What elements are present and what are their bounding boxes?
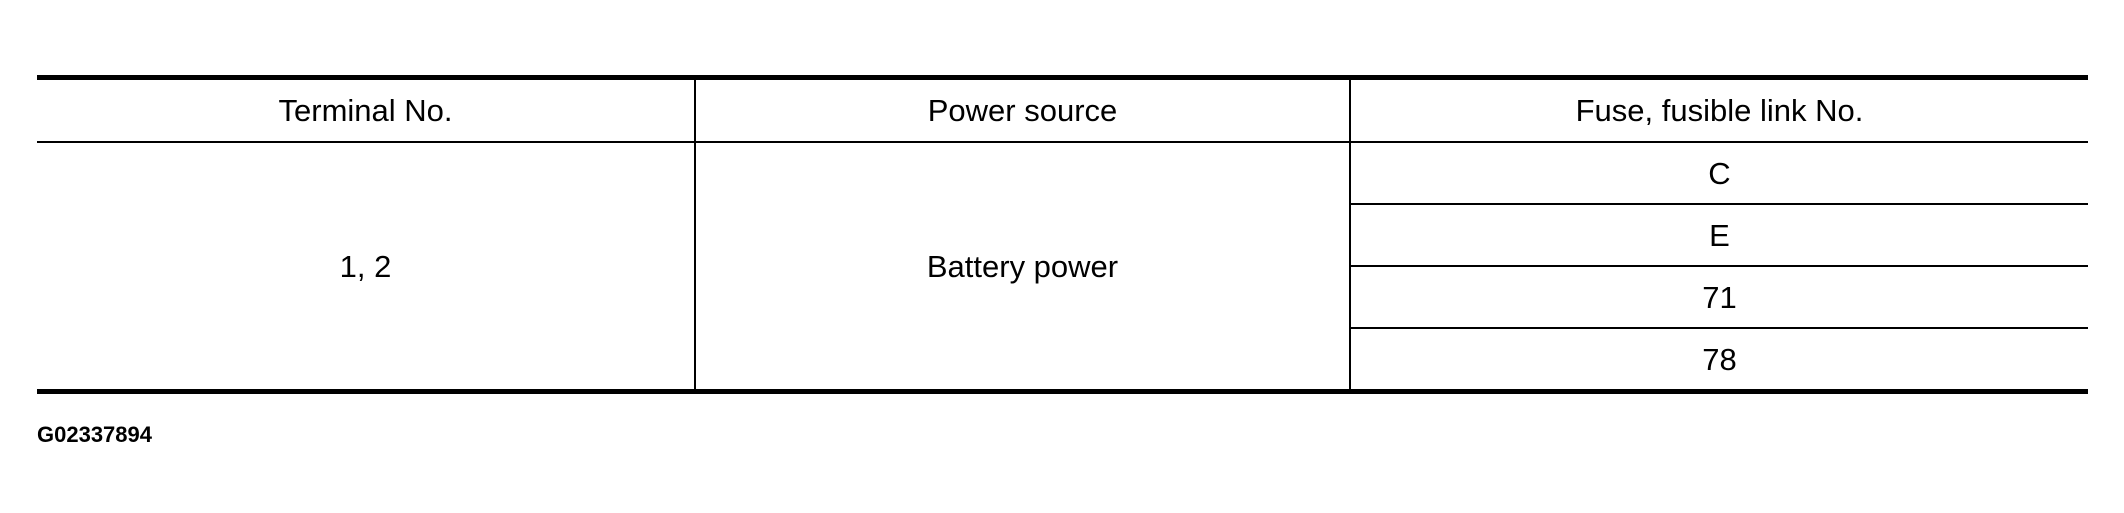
table-row: 71 <box>37 266 2088 329</box>
cell-fuse: C <box>1349 142 2088 205</box>
header-fuse-link-no: Fuse, fusible link No. <box>1349 77 2088 143</box>
spec-table-container: Terminal No. Power source Fuse, fusible … <box>37 75 2088 394</box>
power-source-table: Terminal No. Power source Fuse, fusible … <box>37 75 2088 394</box>
table-row: 78 <box>37 328 2088 392</box>
header-terminal-no: Terminal No. <box>37 77 696 143</box>
table-row: E <box>37 204 2088 267</box>
cell-fuse: E <box>1349 204 2088 267</box>
cell-fuse: 71 <box>1349 266 2088 329</box>
header-power-source: Power source <box>694 77 1351 143</box>
cell-fuse: 78 <box>1349 328 2088 392</box>
table-header-row: Terminal No. Power source Fuse, fusible … <box>37 77 2088 143</box>
cell-terminal-no: 1, 2 <box>37 142 696 392</box>
cell-power-source: Battery power <box>694 142 1351 392</box>
figure-id-label: G02337894 <box>37 422 152 447</box>
table-row: 1, 2 Battery power C <box>37 142 2088 392</box>
